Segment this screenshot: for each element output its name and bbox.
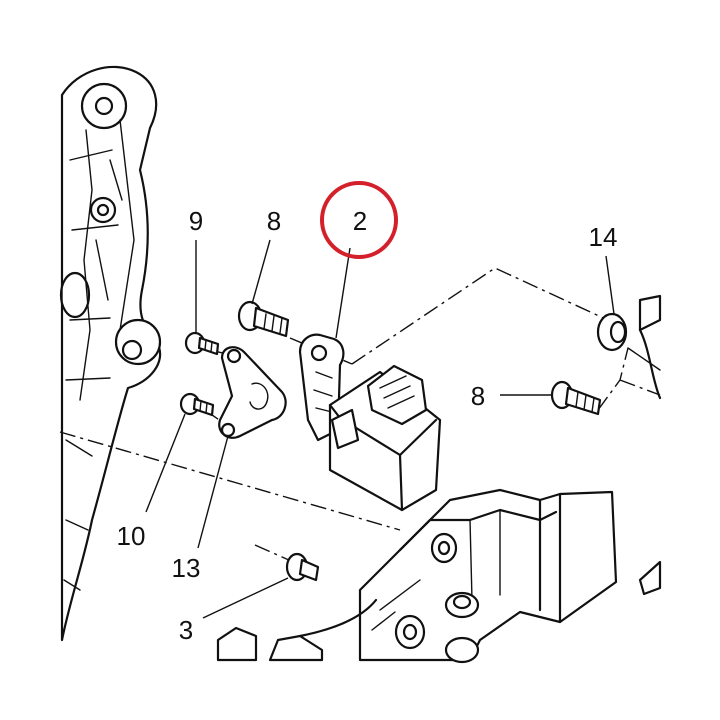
callout-14: 14	[589, 222, 618, 252]
callout-8-right: 8	[471, 381, 485, 411]
callout-13: 13	[172, 553, 201, 583]
callout-9: 9	[189, 206, 203, 236]
leader-13	[197, 435, 229, 549]
part-8-bolt-right	[550, 380, 602, 416]
lower-left-parts	[216, 598, 378, 662]
leader-8a	[251, 239, 271, 305]
part-9-screw	[184, 331, 220, 356]
part-8-bolt-upper	[237, 300, 290, 338]
callout-8-upper: 8	[267, 206, 281, 236]
callout-2: 2	[353, 206, 367, 236]
leader-14	[605, 255, 615, 315]
callout-10: 10	[117, 521, 146, 551]
left-frame-bracket	[59, 65, 162, 642]
highlight-circle	[320, 181, 398, 259]
leader-lines	[145, 239, 615, 619]
callout-3: 3	[179, 615, 193, 645]
part-10-screw	[179, 392, 215, 417]
part-2-sensor-assembly	[298, 333, 442, 512]
leader-10	[145, 413, 186, 513]
leader-2	[335, 247, 351, 339]
part-3-pin	[285, 552, 320, 582]
part-14-washer	[596, 312, 628, 352]
right-edge-parts	[627, 294, 662, 596]
pedal-carrier	[358, 488, 618, 664]
leader-3	[202, 577, 289, 619]
part-13-plate	[218, 346, 287, 439]
